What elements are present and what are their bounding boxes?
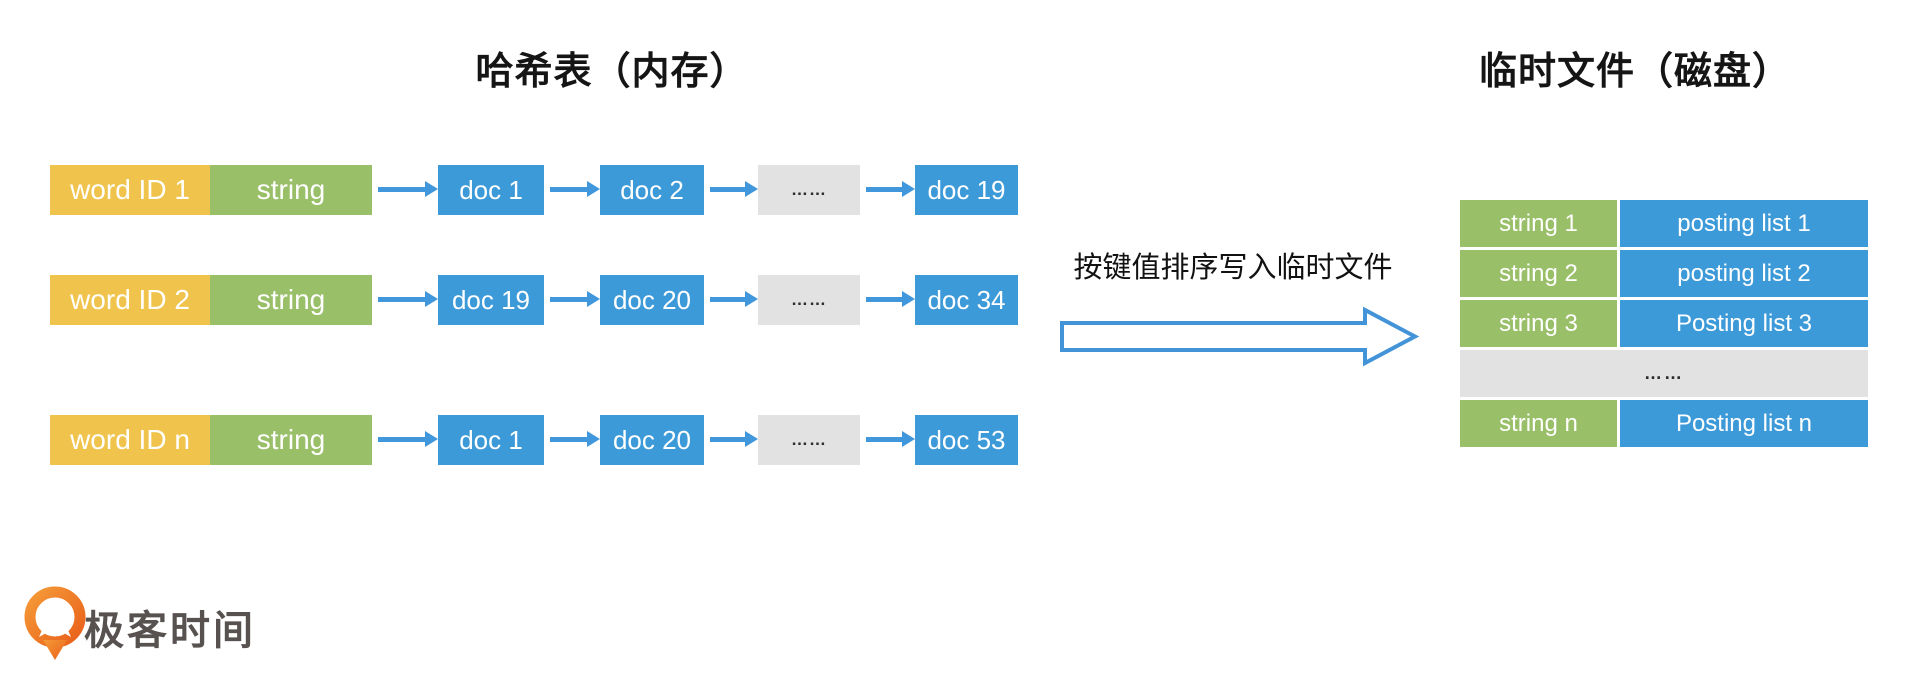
- link-arrow-icon: [378, 291, 438, 307]
- word-id-cell: word ID 1: [50, 165, 210, 215]
- transfer-label: 按键值排序写入临时文件: [1073, 252, 1393, 284]
- temp-file-table: string 1 posting list 1 string 2 posting…: [1460, 200, 1868, 450]
- string-cell: string: [210, 275, 372, 325]
- string-key-cell: string 1: [1460, 200, 1617, 247]
- link-arrow-icon: [550, 181, 600, 197]
- doc-node: doc 19: [915, 165, 1018, 215]
- doc-node: doc 20: [600, 415, 704, 465]
- ellipsis-node: ……: [758, 165, 860, 215]
- doc-node: doc 20: [600, 275, 704, 325]
- link-arrow-icon: [378, 431, 438, 447]
- ellipsis-node: ……: [758, 415, 860, 465]
- link-arrow-icon: [710, 181, 758, 197]
- link-arrow-icon: [866, 431, 915, 447]
- string-key-cell: string 3: [1460, 300, 1617, 347]
- doc-node: doc 19: [438, 275, 544, 325]
- posting-list-cell: Posting list n: [1620, 400, 1868, 447]
- link-arrow-icon: [866, 181, 915, 197]
- link-arrow-icon: [866, 291, 915, 307]
- link-arrow-icon: [378, 181, 438, 197]
- ellipsis-node: ……: [758, 275, 860, 325]
- geektime-logo: 极客时间: [24, 584, 324, 664]
- link-arrow-icon: [550, 431, 600, 447]
- posting-list-cell: Posting list 3: [1620, 300, 1868, 347]
- string-key-cell: string n: [1460, 400, 1617, 447]
- big-right-arrow-icon: [1060, 306, 1420, 367]
- string-cell: string: [210, 165, 372, 215]
- posting-list-cell: posting list 1: [1620, 200, 1868, 247]
- table-row: string 2 posting list 2: [1460, 250, 1868, 297]
- word-id-cell: word ID n: [50, 415, 210, 465]
- link-arrow-icon: [550, 291, 600, 307]
- logo-text: 极客时间: [84, 609, 256, 653]
- temp-file-title: 临时文件（磁盘）: [1478, 51, 1791, 93]
- table-row: string n Posting list n: [1460, 400, 1868, 447]
- hash-row-n: word ID n string doc 1 doc 20 …… doc 53: [0, 415, 1100, 465]
- hash-table-title: 哈希表（内存）: [475, 51, 749, 93]
- doc-node: doc 1: [438, 165, 544, 215]
- table-row: string 1 posting list 1: [1460, 200, 1868, 247]
- doc-node: doc 1: [438, 415, 544, 465]
- posting-list-cell: posting list 2: [1620, 250, 1868, 297]
- string-key-cell: string 2: [1460, 250, 1617, 297]
- ellipsis-cell: ……: [1460, 350, 1868, 397]
- link-arrow-icon: [710, 291, 758, 307]
- hash-row-2: word ID 2 string doc 19 doc 20 …… doc 34: [0, 275, 1100, 325]
- geektime-logo-icon: [24, 586, 86, 660]
- hash-row-1: word ID 1 string doc 1 doc 2 …… doc 19: [0, 165, 1100, 215]
- doc-node: doc 53: [915, 415, 1018, 465]
- word-id-cell: word ID 2: [50, 275, 210, 325]
- table-row: string 3 Posting list 3: [1460, 300, 1868, 347]
- doc-node: doc 2: [600, 165, 704, 215]
- string-cell: string: [210, 415, 372, 465]
- table-row-ellipsis: ……: [1460, 350, 1868, 397]
- link-arrow-icon: [710, 431, 758, 447]
- doc-node: doc 34: [915, 275, 1018, 325]
